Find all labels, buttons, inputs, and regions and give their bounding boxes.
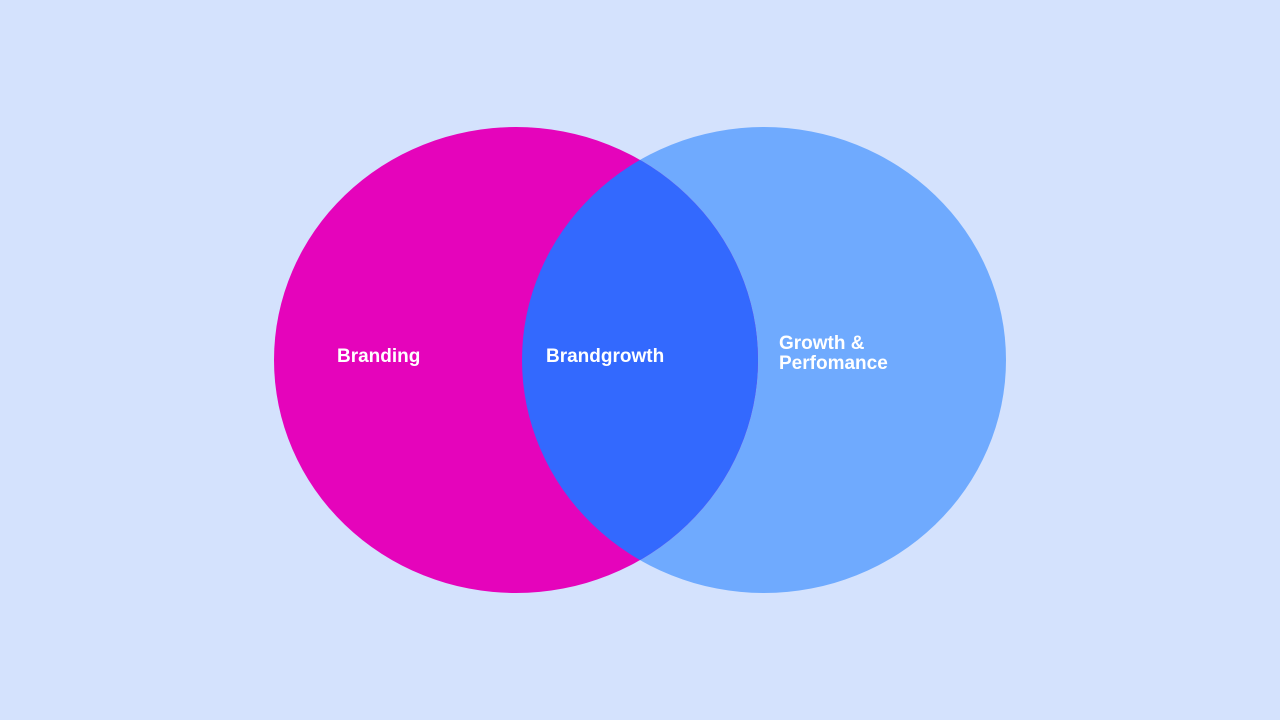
label-branding: Branding: [337, 346, 421, 367]
label-growth-line: Growth &: [779, 333, 865, 354]
label-growth-performance: Growth & Perfomance: [779, 334, 888, 374]
label-performance-line: Perfomance: [779, 353, 888, 374]
intersection-brandgrowth: [522, 127, 758, 593]
label-brandgrowth: Brandgrowth: [546, 346, 665, 367]
